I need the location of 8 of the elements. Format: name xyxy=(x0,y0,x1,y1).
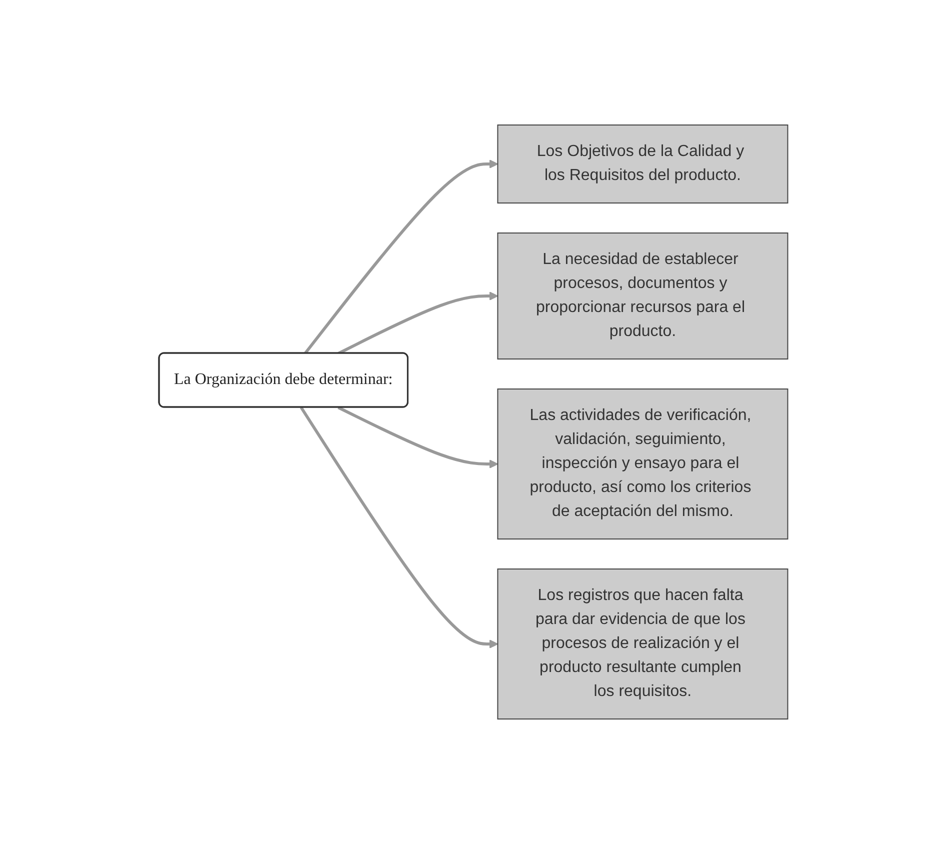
arrow xyxy=(337,406,498,468)
node-box: Los registros que hacen falta para dar evidencia de que los procesos de realización y el producto resultante cumplen los requisitos. xyxy=(496,568,788,719)
node-box: Las actividades de verificación, validación, seguimiento, inspección y ensayo para el producto, así como los criterios de aceptación del mismo. xyxy=(496,388,788,539)
arrow xyxy=(300,406,498,648)
arrow xyxy=(303,159,498,354)
node-box: Los Objetivos de la Calidad y los Requisitos del producto. xyxy=(496,124,788,203)
arrow xyxy=(337,291,498,354)
node-box: La necesidad de establecer procesos, documentos y proporcionar recursos para el producto. xyxy=(496,232,788,359)
